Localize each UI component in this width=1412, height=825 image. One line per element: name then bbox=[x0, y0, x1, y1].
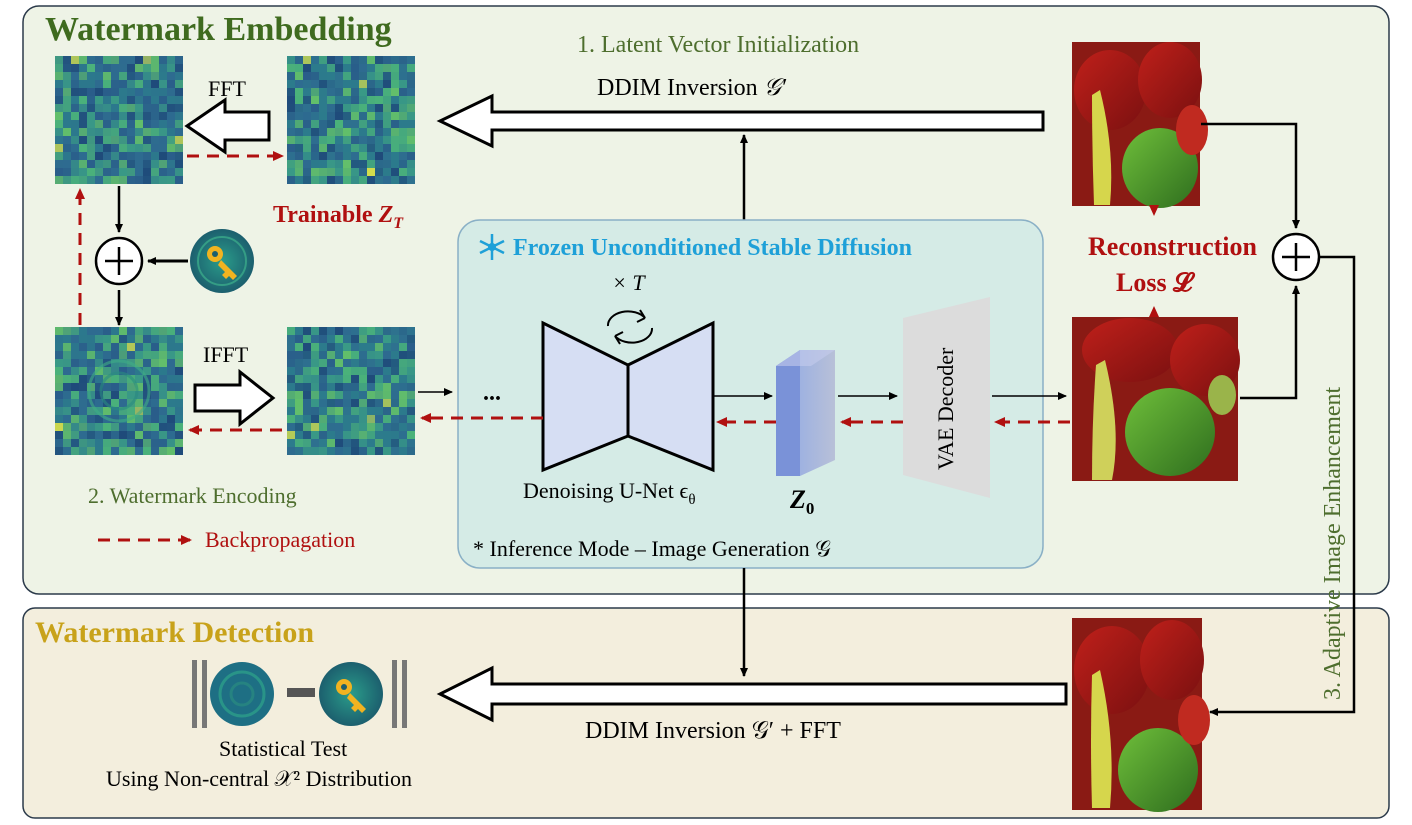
arrow-plus-to-enhanced bbox=[1209, 255, 1356, 716]
ddim-inversion-top: DDIM Inversion 𝒢′ bbox=[597, 75, 787, 101]
frozen-sd-title: Frozen Unconditioned Stable Diffusion bbox=[513, 235, 912, 261]
noise-square-bottom-left bbox=[55, 327, 183, 455]
step3-label: 3. Adaptive Image Enhancement bbox=[1320, 386, 1346, 700]
key-icon bbox=[190, 229, 254, 293]
generated-image bbox=[1072, 317, 1240, 481]
noise-square-top-right bbox=[287, 56, 415, 184]
loop-icon bbox=[606, 309, 654, 345]
backprop-legend-label: Backpropagation bbox=[205, 527, 355, 552]
watermark-disc bbox=[210, 662, 274, 726]
minus-sign bbox=[287, 688, 315, 697]
trainable-label: Trainable ZT bbox=[273, 202, 404, 232]
enhanced-image bbox=[1072, 618, 1210, 812]
snowflake-icon bbox=[479, 234, 505, 260]
detection-panel bbox=[22, 607, 1390, 819]
times-t-label: × T bbox=[612, 270, 646, 295]
stat-test-label: Statistical Test bbox=[219, 736, 347, 761]
arrow-original-to-plus bbox=[1201, 122, 1300, 229]
key-disc-detection bbox=[319, 662, 383, 726]
add-operator-left bbox=[94, 236, 144, 286]
vae-decoder-shape bbox=[903, 297, 990, 498]
ifft-label: IFFT bbox=[203, 342, 249, 367]
stat-dist-label: Using Non-central 𝒳² Distribution bbox=[106, 766, 412, 791]
noise-square-top-left bbox=[55, 56, 183, 184]
embedding-title: Watermark Embedding bbox=[45, 11, 392, 48]
detection-title: Watermark Detection bbox=[35, 616, 314, 649]
original-image bbox=[1072, 42, 1208, 208]
step1-label: 1. Latent Vector Initialization bbox=[577, 32, 859, 58]
reconstruction-label: Reconstruction bbox=[1088, 232, 1258, 261]
z0-latent-slab bbox=[776, 350, 835, 476]
add-operator-right bbox=[1271, 232, 1321, 282]
noise-square-bottom-right bbox=[287, 327, 415, 455]
ddim-fft-label: DDIM Inversion 𝒢′ + FFT bbox=[585, 718, 841, 744]
fft-label: FFT bbox=[208, 76, 246, 101]
ellipsis: ... bbox=[483, 380, 501, 406]
vae-decoder-label: VAE Decoder bbox=[933, 347, 958, 470]
fft-arrow bbox=[184, 97, 271, 155]
norm-bars-right bbox=[392, 660, 407, 728]
loss-label: Loss 𝓛 bbox=[1116, 268, 1196, 297]
ddim-inversion-arrow-bottom bbox=[436, 665, 1068, 723]
inference-label: * Inference Mode – Image Generation 𝒢 bbox=[473, 536, 831, 561]
norm-bars-left bbox=[192, 660, 207, 728]
step2-label: 2. Watermark Encoding bbox=[88, 483, 297, 508]
ifft-arrow bbox=[193, 368, 276, 428]
ddim-inversion-arrow-top bbox=[436, 93, 1045, 149]
arrow-generated-to-plus bbox=[1240, 285, 1300, 400]
frozen-sd-box bbox=[457, 219, 1044, 569]
unet-shape bbox=[541, 320, 715, 473]
unet-label: Denoising U-Net ϵθ bbox=[523, 478, 696, 508]
z0-label: Z0 bbox=[789, 485, 814, 518]
